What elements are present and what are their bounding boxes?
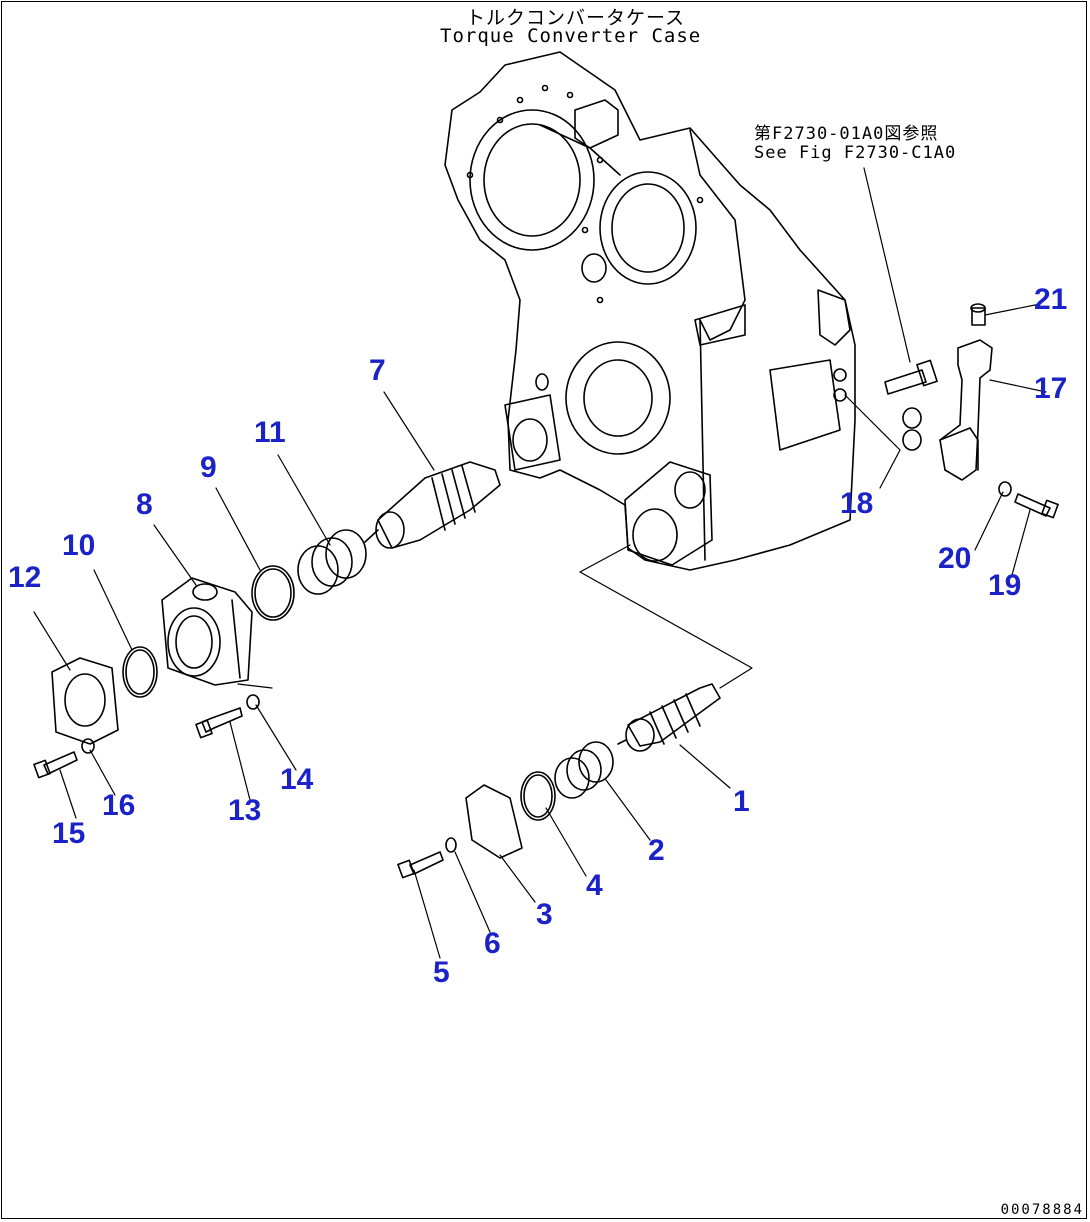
washer-16 <box>81 738 95 754</box>
strainer-7 <box>364 461 501 549</box>
washer-14 <box>246 694 260 710</box>
torque-converter-case <box>444 51 856 571</box>
cover-3 <box>465 784 523 859</box>
callout-2: 2 <box>648 834 665 867</box>
callout-10: 10 <box>62 529 96 562</box>
callout-18: 18 <box>840 487 874 520</box>
cover-8 <box>161 577 253 686</box>
title-japanese: トルクコンバータケース <box>466 7 686 29</box>
spring-2 <box>554 741 614 799</box>
callout-1: 1 <box>733 785 750 818</box>
callout-4: 4 <box>586 869 603 902</box>
callout-13: 13 <box>228 794 262 827</box>
reference-japanese: 第F2730-01A0図参照 <box>754 124 939 144</box>
callout-12: 12 <box>8 561 42 594</box>
pipe-17 <box>939 339 993 481</box>
bolt-15 <box>33 751 78 779</box>
plug-21 <box>970 303 986 326</box>
connector-ref-part <box>884 359 938 395</box>
callout-5: 5 <box>433 956 450 989</box>
washer-20 <box>998 481 1012 497</box>
callout-20: 20 <box>938 542 972 575</box>
o-ring-9 <box>251 565 295 621</box>
leader-lines <box>33 167 1047 959</box>
callout-7: 7 <box>369 354 386 387</box>
o-ring-10 <box>122 646 158 698</box>
strainer-1 <box>617 683 721 752</box>
callout-14: 14 <box>280 763 314 796</box>
cover-plate-12 <box>51 657 119 745</box>
callout-8: 8 <box>136 488 153 521</box>
drawing-number: 00078884 <box>1000 1202 1084 1218</box>
callout-11: 11 <box>254 416 286 449</box>
callout-19: 19 <box>988 569 1022 602</box>
callout-9: 9 <box>200 451 217 484</box>
callout-17: 17 <box>1034 372 1068 405</box>
o-ring-18 <box>902 407 922 451</box>
spring-11 <box>297 529 367 595</box>
bolt-5 <box>397 851 444 879</box>
washer-6 <box>445 837 457 853</box>
o-ring-4 <box>520 771 556 821</box>
callout-6: 6 <box>484 927 501 960</box>
bolt-19 <box>1014 493 1059 519</box>
callout-3: 3 <box>536 898 553 931</box>
bolt-13 <box>195 707 243 739</box>
reference-english: See Fig F2730-C1A0 <box>754 143 957 163</box>
callout-15: 15 <box>52 817 86 850</box>
callout-16: 16 <box>102 789 136 822</box>
title-english: Torque Converter Case <box>440 25 702 47</box>
callout-21: 21 <box>1034 283 1068 316</box>
